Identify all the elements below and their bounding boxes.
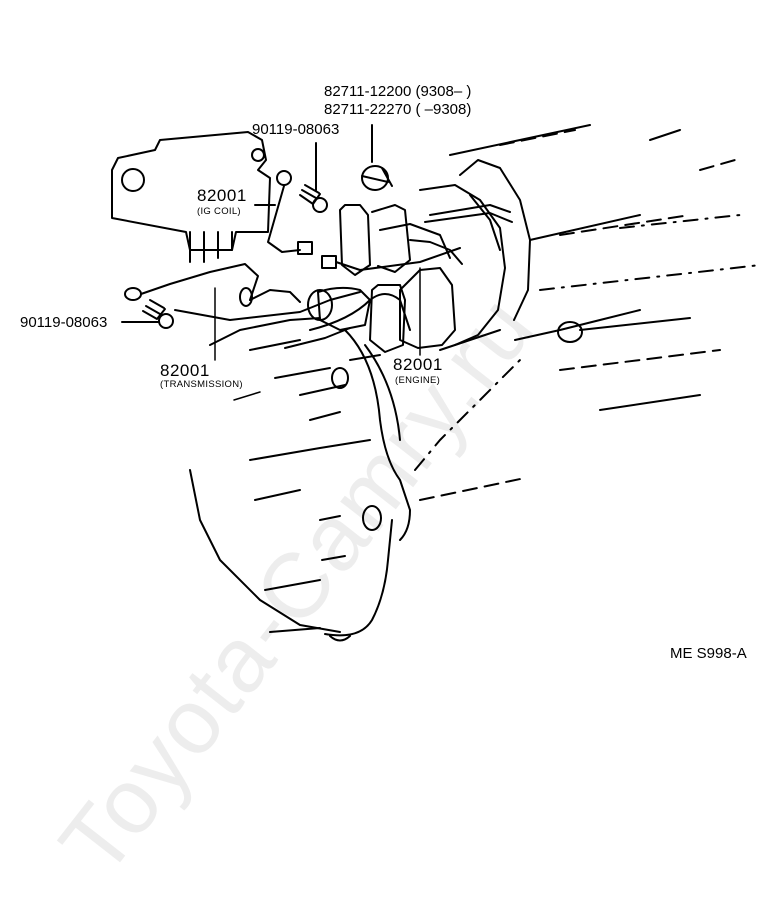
part-82711-22270-label: 82711-22270 ( –9308)	[324, 101, 472, 118]
part-82001-igcoil-label: 82001	[197, 186, 247, 205]
figure-code: ME S998-A	[670, 645, 747, 662]
part-82001-engine-label: 82001	[393, 355, 443, 374]
engine-sublabel: (ENGINE)	[395, 375, 441, 386]
wire-clamp	[361, 124, 393, 191]
part-90119-top-label: 90119-08063	[252, 121, 340, 138]
ig-coil-bracket	[111, 131, 271, 263]
bolt-left	[121, 299, 174, 329]
ground-strap-ig-coil	[254, 170, 461, 271]
engine-body	[174, 124, 761, 642]
ground-strap-transmission	[124, 263, 259, 307]
part-82711-12200-label: 82711-12200 (9308– )	[324, 83, 472, 100]
part-82001-transmission-label: 82001	[160, 361, 210, 380]
transmission-sublabel: (TRANSMISSION)	[160, 379, 243, 390]
part-90119-left-label: 90119-08063	[20, 314, 108, 331]
igcoil-sublabel: (IG COIL)	[197, 206, 241, 217]
bolt-top	[299, 142, 328, 213]
leader-lines	[214, 267, 421, 401]
